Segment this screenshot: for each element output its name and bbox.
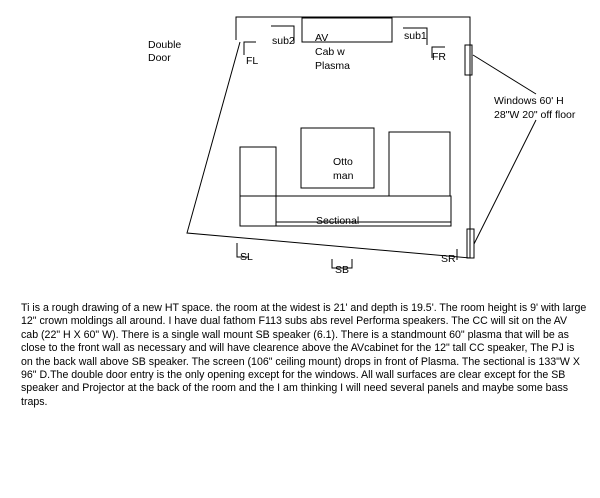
sb-speaker bbox=[331, 259, 353, 269]
sectional-right-arm bbox=[388, 131, 451, 197]
av-label: AV bbox=[315, 32, 328, 44]
fl-speaker bbox=[243, 41, 256, 55]
sectional-label: Sectional bbox=[316, 215, 359, 227]
ottoman-label: Otto bbox=[333, 156, 353, 168]
room-layout-diagram: Double Door FL sub2 AV Cab w Plasma sub1… bbox=[148, 16, 576, 276]
av-label-2: Cab w bbox=[315, 46, 345, 58]
sectional-left-arm bbox=[239, 146, 277, 227]
room-walls bbox=[186, 16, 471, 259]
sub1-box bbox=[403, 27, 428, 45]
sb-label: SB bbox=[335, 264, 349, 276]
sub2-box bbox=[271, 25, 295, 43]
windows-label: Windows 60' H bbox=[494, 95, 564, 107]
sl-speaker bbox=[236, 243, 249, 258]
double-door-label-2: Door bbox=[148, 52, 171, 64]
sectional-body bbox=[239, 195, 452, 227]
sl-label: SL bbox=[240, 251, 253, 263]
av-label-3: Plasma bbox=[315, 60, 350, 72]
sub1-label: sub1 bbox=[404, 30, 427, 42]
double-door-label: Double bbox=[148, 39, 181, 51]
room-description: Ti is a rough drawing of a new HT space.… bbox=[21, 302, 587, 408]
fr-label: FR bbox=[432, 51, 446, 63]
sr-label: SR bbox=[441, 253, 456, 265]
sub2-label: sub2 bbox=[272, 35, 295, 47]
fl-label: FL bbox=[246, 55, 258, 67]
window-upper bbox=[464, 44, 473, 76]
ottoman-label-2: man bbox=[333, 170, 354, 182]
ottoman bbox=[300, 127, 375, 189]
av-cabinet bbox=[301, 17, 393, 43]
windows-label-2: 28"W 20" off floor bbox=[494, 109, 576, 121]
fr-speaker bbox=[431, 46, 445, 58]
window-callout-upper bbox=[472, 54, 537, 95]
window-callout-lower bbox=[473, 119, 537, 245]
